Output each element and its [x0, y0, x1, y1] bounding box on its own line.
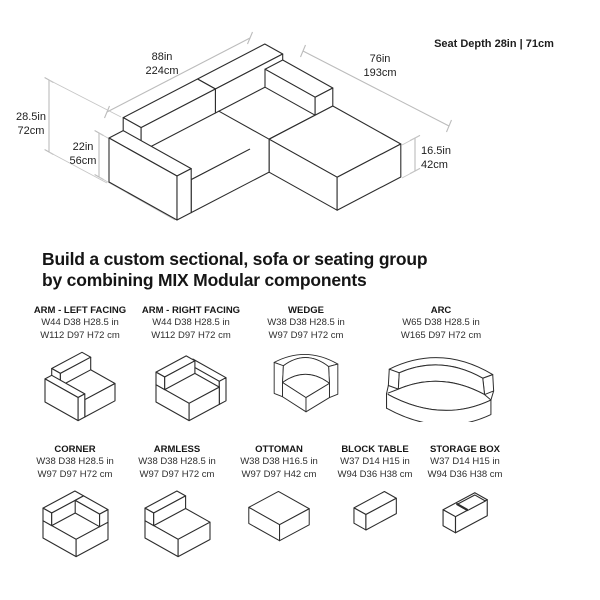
label-height-cm: 72cm [18, 125, 45, 137]
label-width-in: 88in [152, 51, 173, 63]
heading-line-1: Build a custom sectional, sofa or seatin… [42, 249, 428, 269]
label-width-cm: 224cm [145, 65, 178, 77]
label-height-in: 28.5in [16, 111, 46, 123]
component-dims-in: W44 D38 H28.5 in [152, 317, 230, 328]
component-card-armless: ARMLESS W38 D38 H28.5 in W97 D97 H72 cm [127, 444, 227, 563]
component-name: ARC [430, 305, 452, 316]
component-dims-cm: W94 D36 H38 cm [337, 468, 413, 480]
armless-drawing [143, 490, 211, 558]
component-name: STORAGE BOX [429, 444, 501, 455]
component-name: ARM - LEFT FACING [33, 305, 127, 316]
component-row-2: CORNER W38 D38 H28.5 in W97 D97 H72 cm A… [0, 444, 600, 563]
label-ottoman-height-cm: 42cm [421, 159, 448, 171]
sectional-dimension-svg: 88in 224cm 76in 193cm 28.5in 72cm 22in 5… [16, 31, 554, 221]
component-card-ottoman: OTTOMAN W38 D38 H16.5 in W97 D97 H42 cm [227, 444, 331, 549]
component-name: WEDGE [288, 305, 324, 316]
component-dims-cm: W112 D97 H72 cm [40, 329, 120, 341]
block-table-drawing [353, 490, 397, 531]
sectional-dimension-figure: 88in 224cm 76in 193cm 28.5in 72cm 22in 5… [0, 0, 600, 243]
ottoman-drawing [248, 490, 310, 542]
component-card-arm-left-facing: ARM - LEFT FACING W44 D38 H28.5 in W112 … [24, 305, 136, 428]
label-depth-cm: 193cm [363, 67, 396, 79]
component-dims-cm: W112 D97 H72 cm [151, 329, 231, 341]
label-arm-height-in: 22in [73, 141, 94, 153]
component-card-block-table: BLOCK TABLE W37 D14 H15 in W94 D36 H38 c… [331, 444, 419, 538]
component-dims-cm: W165 D97 H72 cm [400, 329, 482, 341]
heading-line-2: by combining MIX Modular components [42, 270, 367, 290]
component-dims-cm: W94 D36 H38 cm [427, 468, 503, 480]
component-dims-in: W44 D38 H28.5 in [41, 317, 119, 328]
component-dims-cm: W97 D97 H72 cm [139, 468, 215, 480]
component-card-arm-right-facing: ARM - RIGHT FACING W44 D38 H28.5 in W112… [136, 305, 246, 428]
label-depth-in: 76in [370, 53, 391, 65]
sofa-isometric-drawing [108, 43, 402, 221]
component-name: ARMLESS [153, 444, 201, 455]
component-name: ARM - RIGHT FACING [141, 305, 241, 316]
label-ottoman-height-in: 16.5in [421, 145, 451, 157]
component-dims-in: W65 D38 H28.5 in [402, 317, 480, 328]
storage-box-drawing [442, 492, 488, 534]
arc-drawing [386, 357, 495, 426]
component-dims-in: W38 D38 H16.5 in [240, 456, 318, 467]
page-heading: Build a custom sectional, sofa or seatin… [42, 249, 600, 291]
component-dims-in: W38 D38 H28.5 in [36, 456, 114, 467]
component-card-corner: CORNER W38 D38 H28.5 in W97 D97 H72 cm [23, 444, 127, 563]
component-name: OTTOMAN [255, 444, 303, 455]
component-card-storage-box: STORAGE BOX W37 D14 H15 in W94 D36 H38 c… [419, 444, 511, 542]
component-dims-cm: W97 D97 H72 cm [268, 329, 344, 341]
component-dims-in: W37 D14 H15 in [340, 456, 410, 467]
component-dims-in: W38 D38 H28.5 in [267, 317, 345, 328]
label-arm-height-cm: 56cm [70, 155, 97, 167]
arm-right-facing-drawing [155, 355, 227, 422]
component-name: CORNER [54, 444, 96, 455]
component-dims-cm: W97 D97 H42 cm [241, 468, 317, 480]
component-dims-in: W38 D38 H28.5 in [138, 456, 216, 467]
component-card-wedge: WEDGE W38 D38 H28.5 in W97 D97 H72 cm [246, 305, 366, 421]
component-dims-cm: W97 D97 H72 cm [37, 468, 113, 480]
component-dims-in: W37 D14 H15 in [430, 456, 500, 467]
component-card-arc: ARC W65 D38 H28.5 in W165 D97 H72 cm [366, 305, 516, 427]
label-seat-depth: Seat Depth 28in | 71cm [434, 38, 554, 50]
component-name: BLOCK TABLE [341, 444, 409, 455]
wedge-drawing [273, 353, 339, 413]
component-row-1: ARM - LEFT FACING W44 D38 H28.5 in W112 … [0, 305, 600, 428]
corner-drawing [41, 490, 109, 558]
arm-left-facing-drawing [44, 351, 116, 422]
